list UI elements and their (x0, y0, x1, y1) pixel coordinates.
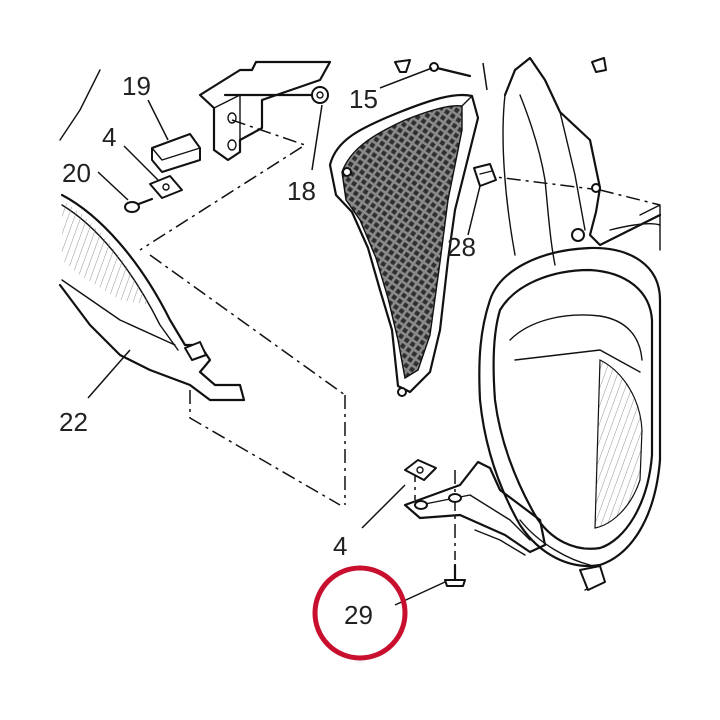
callout-19: 19 (122, 71, 151, 101)
callout-29: 29 (344, 600, 373, 630)
callout-18: 18 (287, 176, 316, 206)
leader-lines (87, 62, 488, 606)
callout-22: 22 (59, 407, 88, 437)
side-grille-panel (328, 93, 480, 397)
clip-nut-28 (473, 163, 497, 187)
upper-bracket (198, 60, 332, 162)
callout-20: 20 (62, 158, 91, 188)
side-panel-22 (58, 69, 246, 402)
alignment-lines (139, 119, 661, 560)
callout-4-upper: 4 (102, 122, 117, 152)
callout-28: 28 (447, 232, 476, 262)
clip-19 (151, 133, 201, 173)
front-fairing (478, 56, 662, 591)
callout-15: 15 (349, 84, 378, 114)
bolt-15 (394, 59, 472, 78)
highlight-circle (312, 565, 408, 661)
screw-20 (124, 197, 154, 213)
lower-bracket (403, 459, 547, 556)
callout-4-lower: 4 (333, 531, 348, 561)
bolt-29 (444, 563, 466, 587)
nut-4-upper (149, 175, 183, 199)
